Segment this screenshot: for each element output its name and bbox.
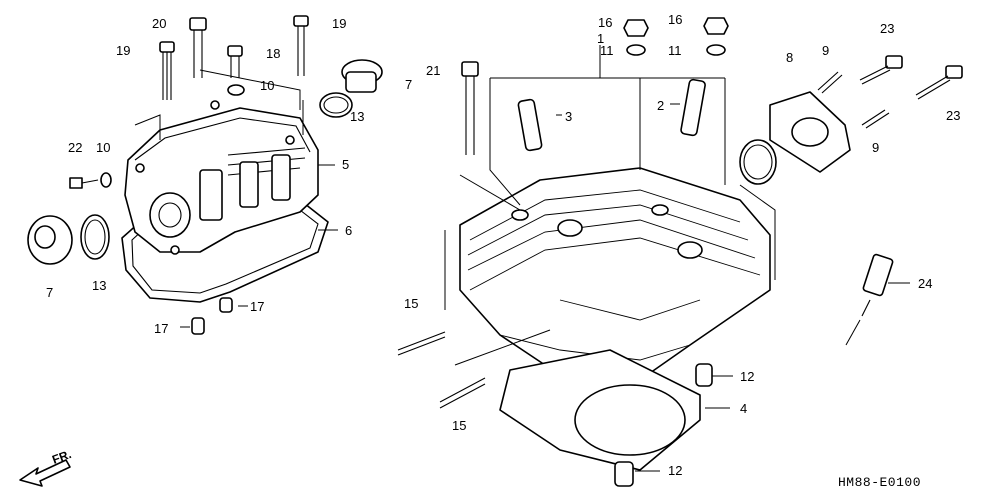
callout-16-right: 16 — [668, 12, 682, 27]
valve-guide-2 — [680, 78, 706, 137]
o-ring-13-right — [319, 92, 353, 118]
callout-12-top: 12 — [740, 369, 754, 384]
washer-11 — [626, 44, 726, 56]
callout-9-bottom: 9 — [872, 140, 879, 155]
callout-17-left: 17 — [154, 321, 168, 336]
bolt-22 — [69, 177, 99, 189]
callout-4: 4 — [740, 401, 747, 416]
bolt-19-right — [293, 15, 309, 76]
callout-5: 5 — [342, 157, 349, 172]
cylinder-head-gasket — [499, 349, 701, 471]
tappet-cap-7-right — [341, 59, 383, 93]
callout-labels: 1 2 3 4 5 6 7 7 8 9 9 10 10 11 11 12 12 … — [46, 12, 960, 478]
leader-lines — [134, 45, 910, 472]
nut-16 — [623, 17, 729, 37]
callout-24: 24 — [918, 276, 932, 291]
front-direction-label: FR. — [50, 447, 73, 467]
insulator-8 — [769, 91, 851, 173]
callout-9-top: 9 — [822, 43, 829, 58]
callout-21: 21 — [426, 63, 440, 78]
callout-1: 1 — [597, 31, 604, 46]
callout-19-left: 19 — [116, 43, 130, 58]
front-direction-arrow-icon: FR. — [19, 447, 73, 487]
callout-10-top: 10 — [260, 78, 274, 93]
bolt-19-left — [159, 41, 175, 100]
o-ring-14 — [739, 139, 777, 185]
spark-plug-24 — [861, 253, 894, 317]
callout-13-left: 13 — [92, 278, 106, 293]
callout-23-top: 23 — [880, 21, 894, 36]
callout-8: 8 — [786, 50, 793, 65]
callout-3: 3 — [565, 109, 572, 124]
bolt-18 — [227, 45, 243, 78]
callout-15-bottom: 15 — [452, 418, 466, 433]
callout-18: 18 — [266, 46, 280, 61]
callout-12-bottom: 12 — [668, 463, 682, 478]
washer-10-top — [227, 84, 245, 96]
dowel-pin-17 — [191, 297, 233, 335]
callout-13-right: 13 — [350, 109, 364, 124]
bolt-23 — [859, 55, 963, 100]
washer-10-left — [100, 172, 112, 188]
cylinder-head-cover — [124, 100, 319, 255]
callout-7-left: 7 — [46, 285, 53, 300]
callout-11-left: 11 — [600, 43, 614, 58]
callout-23-bottom: 23 — [946, 108, 960, 123]
callout-10-left: 10 — [96, 140, 110, 155]
o-ring-13-left — [80, 214, 110, 260]
cylinder-head — [459, 167, 771, 381]
stud-bolt-15 — [397, 331, 486, 409]
drawing-code: HM88-E0100 — [838, 475, 921, 490]
bolt-20 — [189, 17, 207, 78]
callout-22: 22 — [68, 140, 82, 155]
dowel-pin-12 — [614, 363, 713, 487]
valve-guide-3 — [517, 98, 543, 152]
callout-16-left: 16 — [598, 15, 612, 30]
callout-11-right: 11 — [668, 43, 682, 58]
callout-7-right: 7 — [405, 77, 412, 92]
callout-20: 20 — [152, 16, 166, 31]
stud-bolt-9 — [817, 71, 890, 129]
bolt-21 — [461, 61, 479, 155]
callout-2: 2 — [657, 98, 664, 113]
oil-filler-cap-7-left — [27, 215, 73, 265]
callout-15-top: 15 — [404, 296, 418, 311]
callout-19-right: 19 — [332, 16, 346, 31]
callout-6: 6 — [345, 223, 352, 238]
callout-17-right: 17 — [250, 299, 264, 314]
